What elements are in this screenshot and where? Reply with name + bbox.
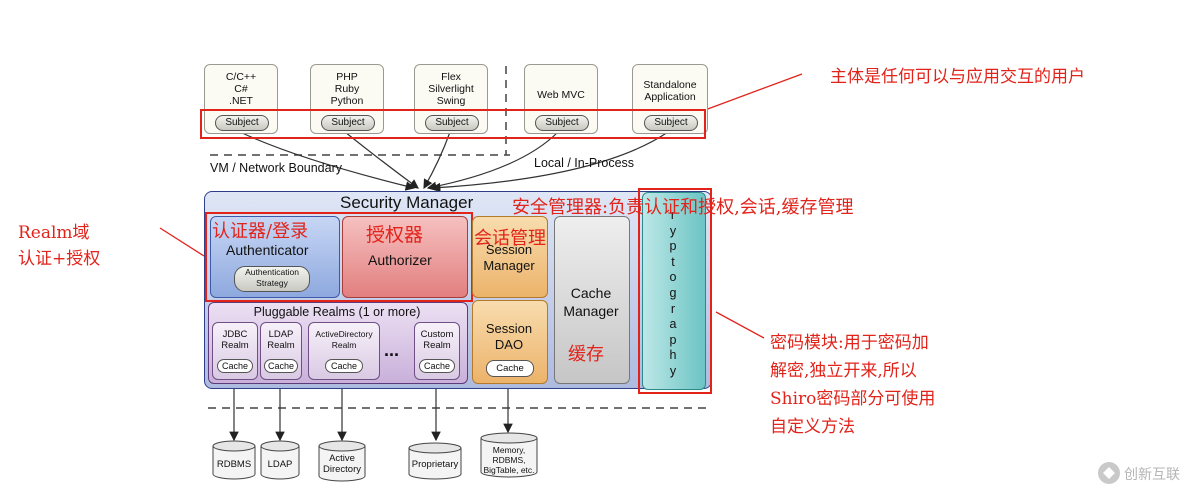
crypto-annotation-line4: 自定义方法 bbox=[770, 417, 855, 437]
database-icon bbox=[260, 440, 300, 480]
crypto-pointer-line bbox=[715, 311, 765, 339]
client-cpp: C/C++ C# .NET Subject bbox=[204, 64, 278, 134]
crypto-annotation-line1: 密码模块:用于密码加 bbox=[770, 333, 929, 353]
database-icon bbox=[408, 442, 462, 480]
session-manager-label: Session Manager bbox=[483, 242, 535, 273]
vm-boundary-label: VM / Network Boundary bbox=[210, 161, 342, 175]
security-manager-title: Security Manager bbox=[340, 193, 474, 212]
cryptography-box bbox=[642, 192, 706, 390]
realm-ellipsis: ... bbox=[384, 340, 400, 360]
datastore-label: LDAP bbox=[267, 459, 293, 470]
client-name: Flex Silverlight Swing bbox=[428, 71, 474, 107]
datastore-label: Memory, RDBMS, BigTable, etc. bbox=[483, 445, 535, 475]
cryptography-highlight-box bbox=[638, 188, 712, 394]
logo-icon bbox=[1103, 467, 1115, 479]
realm-name: Custom Realm bbox=[420, 329, 454, 351]
realm-cache-pill: Cache bbox=[264, 359, 298, 373]
pluggable-realms-title: Pluggable Realms (1 or more) bbox=[253, 305, 421, 319]
authorizer-annotation: 授权器 bbox=[366, 224, 424, 246]
datastore-label: RDBMS bbox=[216, 459, 252, 470]
crypto-letter: g bbox=[669, 285, 677, 300]
realm-name: ActiveDirectory Realm bbox=[315, 329, 373, 350]
database-icon bbox=[212, 440, 256, 480]
session-annotation: 会话管理 bbox=[474, 228, 546, 249]
authorizer-box bbox=[342, 216, 468, 298]
datastore-proprietary: Proprietary bbox=[408, 442, 462, 480]
session-manager-box bbox=[472, 216, 548, 298]
subject-highlight-box bbox=[200, 109, 706, 139]
realm-annotation-line2: 认证+授权 bbox=[18, 249, 101, 269]
realm-name: LDAP Realm bbox=[267, 329, 295, 351]
client-name: Web MVC bbox=[537, 89, 585, 101]
subject-arrow-1 bbox=[239, 131, 416, 191]
realm-ldap: LDAP Realm Cache bbox=[260, 322, 302, 380]
datastore-rdbms: RDBMS bbox=[212, 440, 256, 480]
authorizer-label: Authorizer bbox=[368, 252, 432, 268]
realm-pointer-line bbox=[159, 227, 205, 257]
realm-cache-pill: Cache bbox=[325, 359, 363, 373]
crypto-letter: y bbox=[669, 363, 677, 378]
client-standalone: Standalone Application Subject bbox=[632, 64, 708, 134]
realm-jdbc: JDBC Realm Cache bbox=[212, 322, 258, 380]
subject-pointer-line bbox=[704, 73, 803, 111]
crypto-letter: o bbox=[669, 270, 677, 285]
client-flex: Flex Silverlight Swing Subject bbox=[414, 64, 488, 134]
subject-arrow-4 bbox=[426, 131, 559, 192]
realm-active-directory: ActiveDirectory Realm Cache bbox=[308, 322, 380, 380]
session-cache-pill: Cache bbox=[486, 360, 534, 377]
watermark-text: 创新互联 bbox=[1124, 467, 1180, 483]
security-manager-annotation: 安全管理器:负责认证和授权,会话,缓存管理 bbox=[512, 197, 854, 218]
cache-annotation: 缓存 bbox=[568, 344, 604, 365]
subject-annotation: 主体是任何可以与应用交互的用户 bbox=[830, 67, 1085, 87]
client-web-mvc: Web MVC Subject bbox=[524, 64, 598, 134]
crypto-letter: r bbox=[670, 301, 676, 316]
subject-arrow-3 bbox=[423, 131, 451, 190]
realm-cache-pill: Cache bbox=[419, 359, 455, 373]
subject-pill: Subject bbox=[644, 115, 698, 131]
cache-manager-box bbox=[554, 216, 630, 384]
crypto-letter: h bbox=[669, 348, 677, 363]
cache-manager-label: Cache Manager bbox=[563, 285, 619, 319]
crypto-letter: a bbox=[669, 317, 677, 332]
client-name: PHP Ruby Python bbox=[330, 71, 364, 107]
datastore-memory: Memory, RDBMS, BigTable, etc. bbox=[480, 432, 538, 478]
subject-pill: Subject bbox=[535, 115, 589, 131]
crypto-letter: t bbox=[671, 254, 675, 269]
realm-name: JDBC Realm bbox=[221, 329, 249, 351]
crypto-letter: r bbox=[670, 208, 676, 222]
authenticator-annotation: 认证器/登录 bbox=[212, 221, 309, 242]
realm-annotation-line1: Realm域 bbox=[18, 223, 90, 243]
crypto-letter: p bbox=[669, 332, 677, 347]
subject-pill: Subject bbox=[321, 115, 375, 131]
datastore-label: Active Directory bbox=[322, 453, 361, 475]
datastore-active-directory: Active Directory bbox=[318, 440, 366, 482]
authentication-strategy-pill: Authentication Strategy bbox=[234, 266, 310, 292]
cryptography-letters: r y p t o g r a p h y bbox=[642, 208, 704, 380]
subject-pill: Subject bbox=[425, 115, 479, 131]
subject-pill: Subject bbox=[215, 115, 269, 131]
client-name: C/C++ C# .NET bbox=[225, 71, 257, 107]
datastore-ldap: LDAP bbox=[260, 440, 300, 480]
database-icon bbox=[480, 432, 538, 478]
realm-cache-pill: Cache bbox=[217, 359, 253, 373]
datastore-label: Proprietary bbox=[411, 459, 459, 470]
crypto-letter: y bbox=[669, 223, 677, 238]
crypto-annotation-line2: 解密,独立开来,所以 bbox=[770, 361, 917, 381]
client-name: Standalone Application bbox=[643, 79, 697, 103]
local-boundary-label: Local / In-Process bbox=[534, 156, 635, 170]
session-dao-label: Session DAO bbox=[485, 321, 533, 352]
client-php: PHP Ruby Python Subject bbox=[310, 64, 384, 134]
database-icon bbox=[318, 440, 366, 482]
subject-arrow-5 bbox=[430, 131, 669, 193]
watermark-logo bbox=[1098, 462, 1120, 484]
realm-custom: Custom Realm Cache bbox=[414, 322, 460, 380]
crypto-annotation-line3: Shiro密码部分可使用 bbox=[770, 389, 936, 409]
authenticator-label: Authenticator bbox=[226, 242, 309, 258]
crypto-letter: p bbox=[669, 239, 677, 254]
